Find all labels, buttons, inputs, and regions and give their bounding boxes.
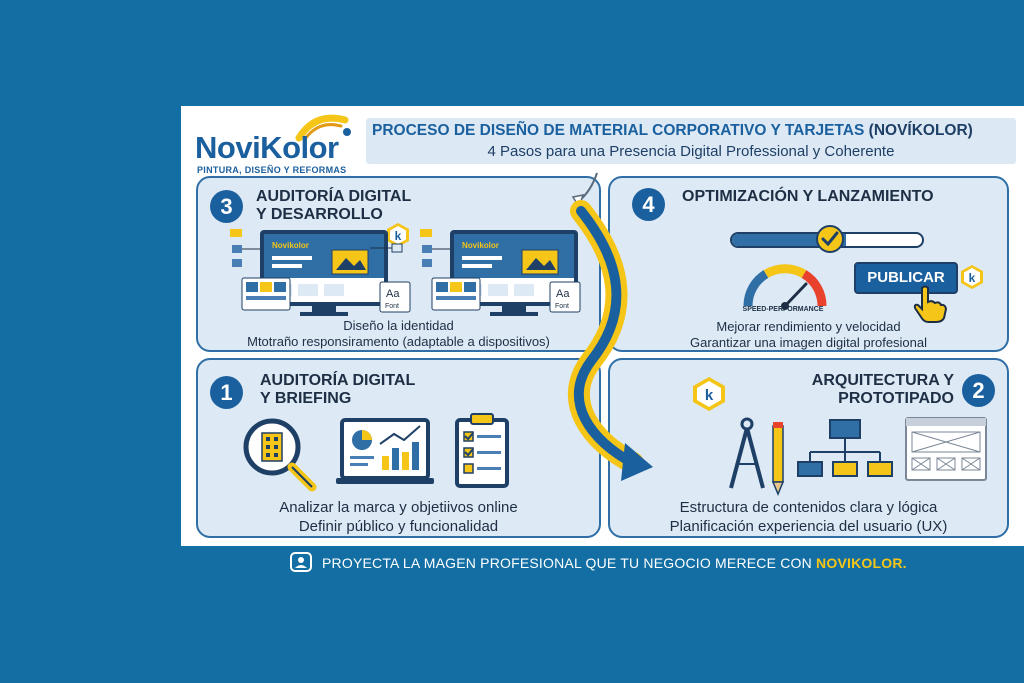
logo-tagline: PINTURA, DISEÑO Y REFORMAS [197, 165, 347, 175]
step-number-badge: 4 [632, 188, 665, 221]
check-badge-icon [816, 225, 844, 253]
step-number-badge: 3 [210, 190, 243, 223]
sitemap-flowchart-icon [797, 419, 893, 477]
analytics-laptop-icon [336, 418, 434, 484]
wireframe-screen-icon [905, 417, 987, 481]
svg-text:k: k [969, 271, 976, 285]
svg-text:k: k [705, 387, 714, 404]
website-mockup-desktop-1: Novikolor Aa Font [230, 229, 411, 316]
step-panel-4: 4 OPTIMIZACIÓN Y LANZAMIENTO SPEED-PERFO… [608, 176, 1009, 352]
chat-person-icon [290, 552, 312, 572]
logo-sun-swirl-icon [295, 114, 351, 142]
k-badge-icon: k [961, 265, 983, 289]
footer-brand: NOVIKOLOR. [816, 555, 907, 571]
gauge-label: SPEED-PERFORMANCE [742, 306, 824, 313]
step-number-badge: 2 [962, 374, 995, 407]
pointer-hand-icon [913, 285, 948, 323]
logo-wordmark: NoviKolor [195, 130, 339, 165]
svg-text:k: k [395, 229, 402, 243]
svg-text:Aa: Aa [556, 288, 570, 300]
k-badge-icon: k [693, 377, 725, 411]
brand-logo: NoviKolor PINTURA, DISEÑO Y REFORMAS [195, 114, 365, 180]
svg-text:Font: Font [385, 303, 399, 310]
publish-button[interactable]: PUBLICAR [854, 262, 958, 294]
compass-pencil-icon [729, 417, 785, 496]
website-mockup-desktop-2: Novikolor Aa Font [420, 229, 581, 316]
step-title: OPTIMIZACIÓN Y LANZAMIENTO [682, 188, 934, 205]
svg-text:Aa: Aa [386, 288, 400, 300]
svg-text:Novikolor: Novikolor [272, 241, 309, 250]
infographic-card: NoviKolor PINTURA, DISEÑO Y REFORMAS PRO… [181, 106, 1024, 546]
title-brand: (NOVÍKOLOR) [868, 122, 973, 139]
page-subtitle: 4 Pasos para una Presencia Digital Profe… [487, 143, 895, 160]
header-title-bar: PROCESO DE DISEÑO DE MATERIAL CORPORATIV… [366, 118, 1016, 164]
speed-gauge-icon [743, 264, 827, 310]
footer-tagline: PROYECTA LA MAGEN PROFESIONAL QUE TU NEG… [322, 555, 907, 571]
k-badge-icon: k [387, 223, 409, 247]
footer-banner: PROYECTA LA MAGEN PROFESIONAL QUE TU NEG… [0, 548, 1024, 578]
process-flow-ribbon-arrow [567, 172, 653, 481]
svg-text:Novikolor: Novikolor [462, 241, 499, 250]
magnifier-building-icon [243, 418, 317, 492]
svg-text:Font: Font [555, 303, 569, 310]
checklist-clipboard-icon [455, 413, 509, 488]
step-number-badge: 1 [210, 376, 243, 409]
page-title: PROCESO DE DISEÑO DE MATERIAL CORPORATIV… [372, 122, 973, 139]
